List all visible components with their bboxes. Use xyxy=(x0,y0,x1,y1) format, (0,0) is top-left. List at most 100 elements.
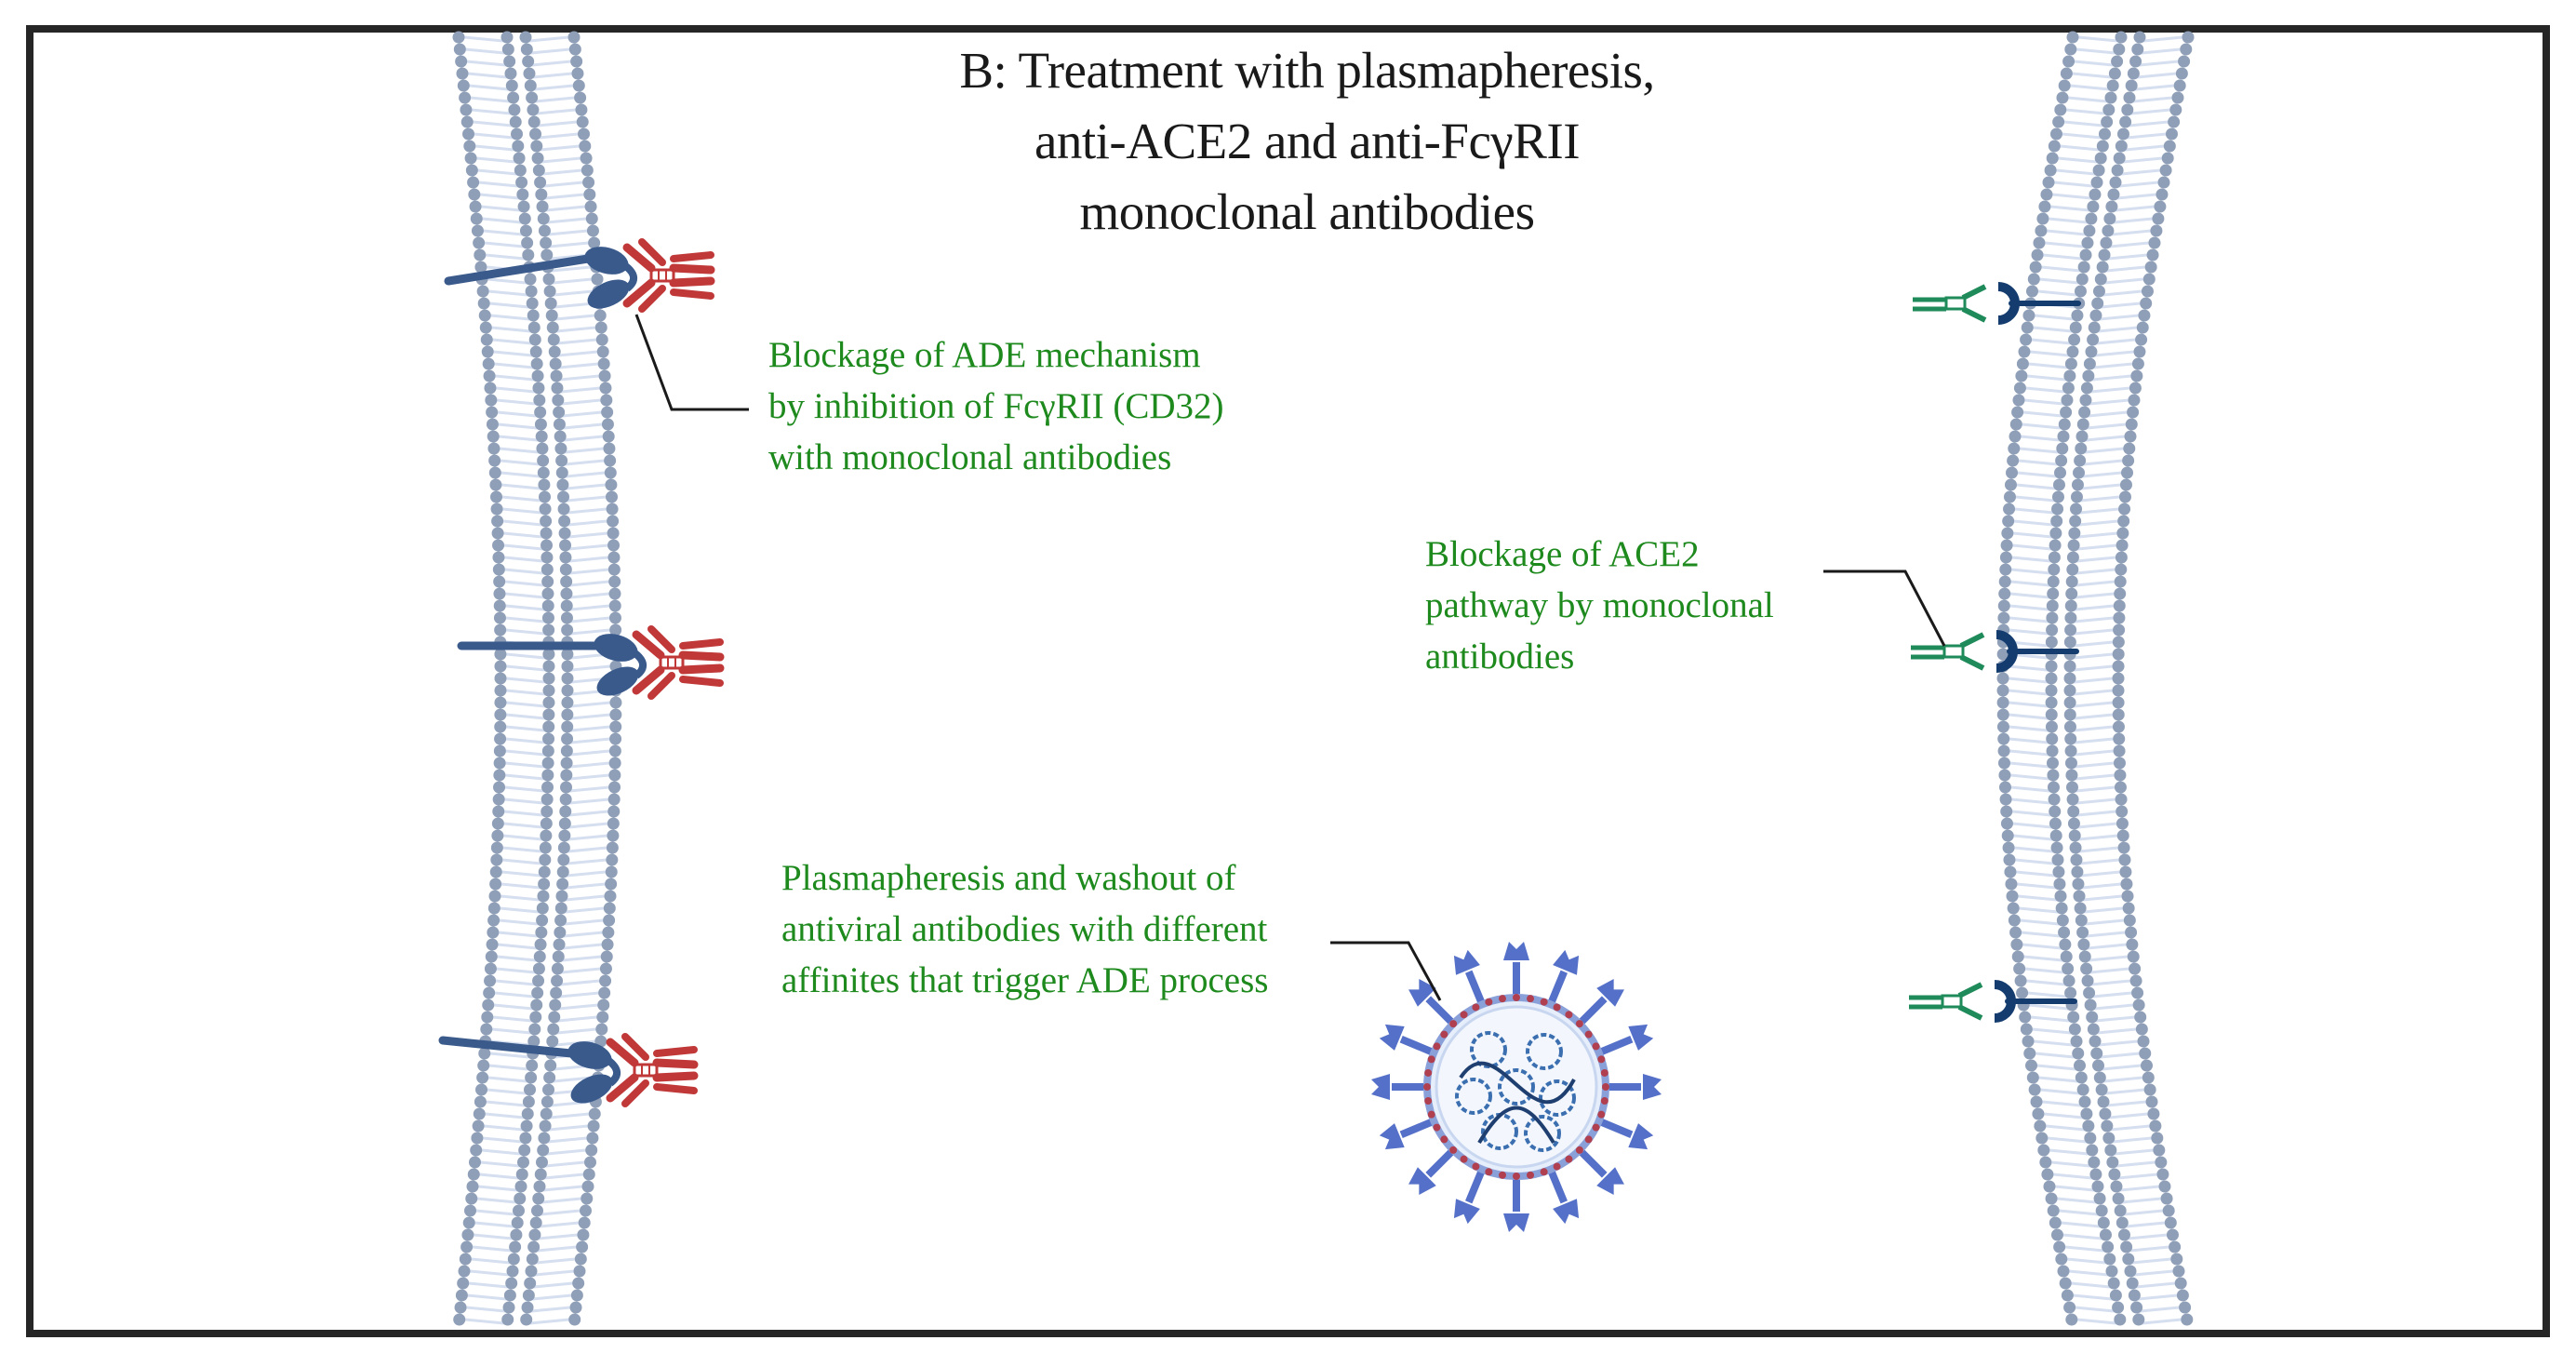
left-membrane-lipid-head xyxy=(467,1168,480,1181)
right-membrane-lipid-head xyxy=(2040,188,2053,201)
left-membrane-lipid-head xyxy=(528,1228,541,1241)
left-membrane-lipid-head xyxy=(474,248,487,261)
right-membrane-lipid-head xyxy=(2136,321,2149,334)
right-membrane-lipid-head xyxy=(2096,261,2109,274)
left-membrane-lipid-head xyxy=(609,696,622,709)
right-membrane-lipid-head xyxy=(2016,357,2029,370)
label-plasma-line-1: Plasmapheresis and washout of xyxy=(781,858,1236,898)
left-membrane-lipid-head xyxy=(588,1107,601,1120)
spike-protein-icon xyxy=(1379,1118,1435,1150)
left-membrane-lipid-head xyxy=(607,805,621,818)
left-membrane-lipid-head xyxy=(577,1228,590,1241)
label-plasma-line-3: affinites that trigger ADE process xyxy=(781,960,1269,1000)
right-membrane-lipid-head xyxy=(2049,1216,2062,1229)
left-membrane-lipid-head xyxy=(526,1059,539,1072)
right-membrane-lipid-head xyxy=(2004,865,2017,878)
right-membrane-lipid-head xyxy=(2111,55,2124,68)
right-membrane-lipid-head xyxy=(2087,333,2100,346)
left-membrane-lipid-head xyxy=(582,1168,595,1181)
right-membrane-lipid-head xyxy=(2077,938,2090,951)
left-membrane-lipid-head xyxy=(544,297,557,310)
right-membrane-lipid-head xyxy=(2094,152,2107,165)
right-membrane-lipid-head xyxy=(2128,394,2141,407)
right-membrane-lipid-head xyxy=(2067,539,2080,552)
left-membrane-lipid-head xyxy=(579,140,592,153)
left-membrane-lipid-head xyxy=(601,418,614,431)
left-membrane-lipid-head xyxy=(541,793,554,806)
right-membrane-lipid-head xyxy=(2155,1156,2168,1169)
right-membrane-lipid-head xyxy=(1996,720,2009,733)
left-membrane-lipid-head xyxy=(527,309,540,322)
left-membrane-lipid-head xyxy=(541,551,554,564)
left-membrane-lipid-head xyxy=(583,188,596,201)
left-membrane-lipid-head xyxy=(473,236,486,249)
left-membrane-lipid-head xyxy=(492,805,505,818)
right-membrane-lipid-head xyxy=(2089,309,2102,322)
right-membrane-lipid-head xyxy=(2147,1107,2160,1120)
right-membrane-lipid-head xyxy=(2033,236,2046,249)
right-membrane-lipid-head xyxy=(2082,369,2095,382)
right-membrane-lipid-head xyxy=(2023,1047,2036,1060)
left-membrane-lipid-head xyxy=(484,382,497,395)
left-membrane-lipid-head xyxy=(608,781,621,794)
left-membrane-lipid-head xyxy=(543,285,556,298)
left-membrane-lipid-head xyxy=(535,1156,548,1169)
left-membrane-lipid-head xyxy=(561,696,574,709)
left-membrane-lipid-head xyxy=(561,732,574,745)
right-membrane-lipid-head xyxy=(2131,357,2144,370)
spike-protein-icon xyxy=(1408,979,1456,1026)
right-membrane-lipid-head xyxy=(1999,551,2012,564)
right-membrane-lipid-head xyxy=(1999,563,2012,576)
right-membrane-lipid-head xyxy=(2008,442,2021,455)
spike-protein-icon xyxy=(1503,1176,1529,1232)
right-membrane-lipid-head xyxy=(1996,648,2009,661)
right-membrane-lipid-head xyxy=(2174,1277,2187,1290)
right-membrane-lipid-head xyxy=(2111,164,2124,177)
left-membrane-lipid-head xyxy=(608,599,621,612)
right-membrane-lipid-head xyxy=(2093,1192,2106,1205)
label-fcgrii-blockage: Blockage of ADE mechanism by inhibition … xyxy=(768,329,1224,483)
right-membrane-lipid-head xyxy=(2045,696,2058,709)
left-membrane-lipid-head xyxy=(588,236,601,249)
right-membrane-lipid-head xyxy=(2047,1204,2060,1217)
right-membrane-lipid-head xyxy=(2065,587,2078,600)
left-membrane-lipid-head xyxy=(515,176,528,189)
left-membrane-lipid-head xyxy=(494,732,507,745)
right-membrane-lipid-head xyxy=(2009,418,2022,431)
right-membrane-lipid-head xyxy=(1998,769,2011,782)
right-membrane-lipid-head xyxy=(2102,103,2116,116)
right-membrane-lipid-head xyxy=(2095,1204,2108,1217)
left-membrane-lipid-head xyxy=(461,1228,474,1241)
right-membrane-lipid-head xyxy=(1996,696,2009,709)
right-membrane-lipid-head xyxy=(2097,1216,2110,1229)
right-membrane-lipid-head xyxy=(2130,1301,2143,1314)
right-membrane-lipid-head xyxy=(2090,176,2103,189)
right-membrane-lipid-head xyxy=(2114,781,2127,794)
right-membrane-lipid-head xyxy=(2070,853,2083,866)
right-membrane-lipid-head xyxy=(2091,297,2104,310)
right-membrane-lipid-head xyxy=(2060,406,2073,419)
right-membrane-lipid-head xyxy=(2063,369,2076,382)
left-membrane-lipid-head xyxy=(550,369,563,382)
right-membrane-lipid-head xyxy=(2055,454,2068,467)
left-membrane-lipid-head xyxy=(480,1023,493,1036)
right-membrane-lipid-head xyxy=(2115,551,2128,564)
left-membrane-lipid-head xyxy=(536,914,549,927)
left-membrane-lipid-head xyxy=(521,1301,534,1314)
right-membrane-lipid-head xyxy=(2172,1265,2185,1278)
spike-protein-icon xyxy=(1503,942,1529,998)
right-membrane-lipid-head xyxy=(2113,611,2126,624)
right-membrane-lipid-head xyxy=(2061,1289,2074,1302)
right-membrane-lipid-head xyxy=(2045,720,2058,733)
left-membrane-lipid-head xyxy=(481,345,494,358)
left-membrane-lipid-head xyxy=(600,394,613,407)
right-membrane-lipid-head xyxy=(2046,757,2059,770)
left-membrane-lipid-head xyxy=(517,200,530,213)
left-membrane-lipid-head xyxy=(480,333,493,346)
right-membrane-lipid-head xyxy=(2035,224,2048,237)
left-membrane-lipid-head xyxy=(561,660,574,673)
left-membrane-lipid-head xyxy=(510,1228,523,1241)
right-membrane-lipid-head xyxy=(2075,914,2088,927)
